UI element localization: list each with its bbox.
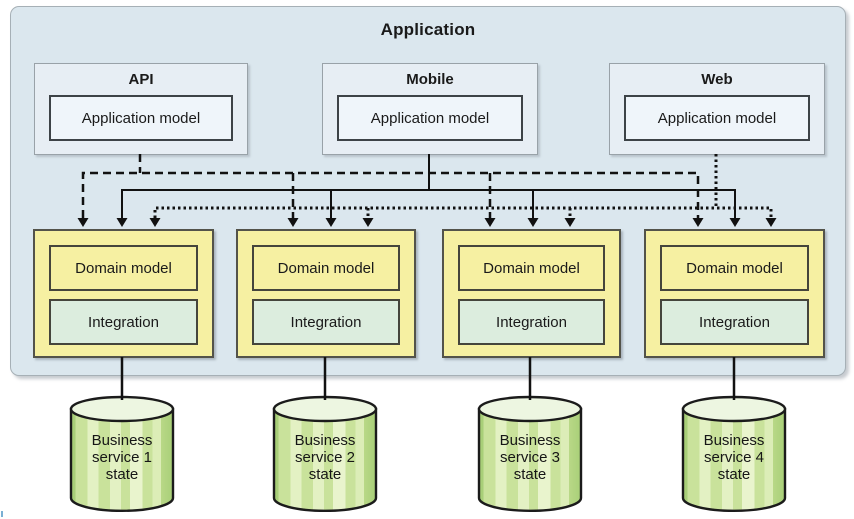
integration-box-3: Integration — [458, 299, 605, 345]
domain-model-box-3: Domain model — [458, 245, 605, 291]
domain-model-box-1: Domain model — [49, 245, 198, 291]
application-model-box-web: Application model — [624, 95, 810, 141]
application-model-box-api: Application model — [49, 95, 233, 141]
service-box-1: Domain model Integration — [33, 229, 214, 358]
channel-label-api: API — [128, 71, 154, 88]
application-model-box-mobile: Application model — [337, 95, 523, 141]
store-label-2: Business service 2 state — [294, 432, 356, 484]
cylinder-shape-2 — [272, 395, 378, 513]
database-cylinder-2: Business service 2 state — [272, 395, 378, 513]
channel-box-web: Web Application model — [609, 63, 825, 155]
channel-box-api: API Application model — [34, 63, 248, 155]
integration-box-4: Integration — [660, 299, 809, 345]
store-label-1: Business service 1 state — [91, 432, 153, 484]
store-label-3: Business service 3 state — [499, 432, 561, 484]
service-box-4: Domain model Integration — [644, 229, 825, 358]
channel-label-mobile: Mobile — [406, 71, 454, 88]
domain-model-box-4: Domain model — [660, 245, 809, 291]
integration-box-1: Integration — [49, 299, 198, 345]
domain-model-box-2: Domain model — [252, 245, 400, 291]
cylinder-shape-4 — [681, 395, 787, 513]
service-box-3: Domain model Integration — [442, 229, 621, 358]
service-box-2: Domain model Integration — [236, 229, 416, 358]
database-cylinder-3: Business service 3 state — [477, 395, 583, 513]
channel-label-web: Web — [701, 71, 733, 88]
application-title: Application — [380, 20, 476, 39]
cylinder-shape-3 — [477, 395, 583, 513]
store-label-4: Business service 4 state — [703, 432, 765, 484]
channel-box-mobile: Mobile Application model — [322, 63, 538, 155]
artifact-mark — [1, 511, 3, 517]
integration-box-2: Integration — [252, 299, 400, 345]
application-container: Application API Application model Mobile… — [10, 6, 846, 376]
database-cylinder-4: Business service 4 state — [681, 395, 787, 513]
database-cylinder-1: Business service 1 state — [69, 395, 175, 513]
